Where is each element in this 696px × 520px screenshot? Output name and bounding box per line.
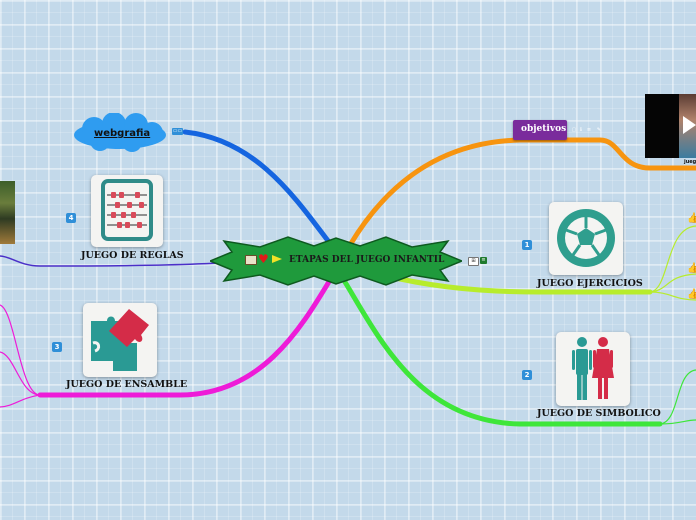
objetivos-node[interactable]: objetivos bbox=[513, 120, 567, 140]
central-star-shape bbox=[210, 236, 462, 286]
man-woman-icon bbox=[572, 337, 614, 400]
abacus-icon bbox=[101, 179, 153, 241]
branch-line-ensamble bbox=[37, 277, 333, 398]
branch-line-reglas bbox=[0, 255, 241, 267]
objetivos-info-icon[interactable]: ℹ bbox=[580, 127, 582, 133]
book-icon bbox=[245, 255, 257, 265]
play-icon[interactable] bbox=[683, 116, 696, 134]
objetivos-note-icon[interactable]: ▢ bbox=[571, 127, 577, 133]
branch-line-simbolico bbox=[342, 279, 663, 427]
branch-line-objetivos bbox=[347, 137, 696, 248]
thumbs-up-icon: 👍 bbox=[687, 213, 696, 224]
ensamble-image-card bbox=[83, 303, 157, 377]
flag-icon bbox=[272, 255, 282, 263]
central-note-icon[interactable]: ⊞ bbox=[468, 257, 479, 266]
objetivos-edit-icon[interactable]: ✎ bbox=[596, 127, 602, 133]
ejercicios-image-card bbox=[549, 202, 623, 275]
webgrafia-link-icon[interactable]: ▭▭ bbox=[172, 128, 183, 135]
webgrafia-node[interactable]: webgrafia bbox=[70, 113, 170, 153]
simbolico-label[interactable]: JUEGO DE SIMBOLICO bbox=[537, 408, 661, 419]
reglas-image-card bbox=[91, 175, 163, 247]
video-thumbnail[interactable] bbox=[645, 94, 696, 158]
central-title: ETAPAS DEL JUEGO INFANTIL bbox=[289, 255, 445, 265]
simbolico-number-badge: 2 bbox=[522, 370, 532, 380]
thumbs-up-icon: 👍 bbox=[687, 289, 696, 300]
simbolico-image-card bbox=[556, 332, 630, 406]
objetivos-label[interactable]: objetivos bbox=[521, 124, 567, 134]
reglas-number-badge: 4 bbox=[66, 213, 76, 223]
ensamble-label[interactable]: JUEGO DE ENSAMBLE bbox=[66, 379, 188, 390]
reglas-label[interactable]: JUEGO DE REGLAS bbox=[81, 250, 184, 261]
left-partial-image bbox=[0, 181, 15, 244]
puzzle-icon bbox=[91, 309, 149, 371]
ejercicios-label[interactable]: JUEGO EJERCICIOS bbox=[537, 278, 643, 289]
central-node[interactable]: ♥ ETAPAS DEL JUEGO INFANTIL bbox=[210, 236, 462, 286]
soccer-ball-icon bbox=[557, 209, 615, 267]
cloud-shape bbox=[74, 113, 166, 152]
thumbs-up-icon: 👍 bbox=[687, 263, 696, 274]
video-caption: juego bbox=[684, 159, 696, 165]
ejercicios-number-badge: 1 bbox=[522, 240, 532, 250]
webgrafia-label[interactable]: webgrafia bbox=[94, 128, 151, 139]
branch-line-webgrafia bbox=[182, 129, 338, 253]
ensamble-number-badge: 3 bbox=[52, 342, 62, 352]
heart-icon: ♥ bbox=[258, 252, 269, 266]
central-list-icon[interactable]: ≡ bbox=[480, 257, 487, 264]
objetivos-list-icon[interactable]: ≡ bbox=[586, 127, 592, 133]
